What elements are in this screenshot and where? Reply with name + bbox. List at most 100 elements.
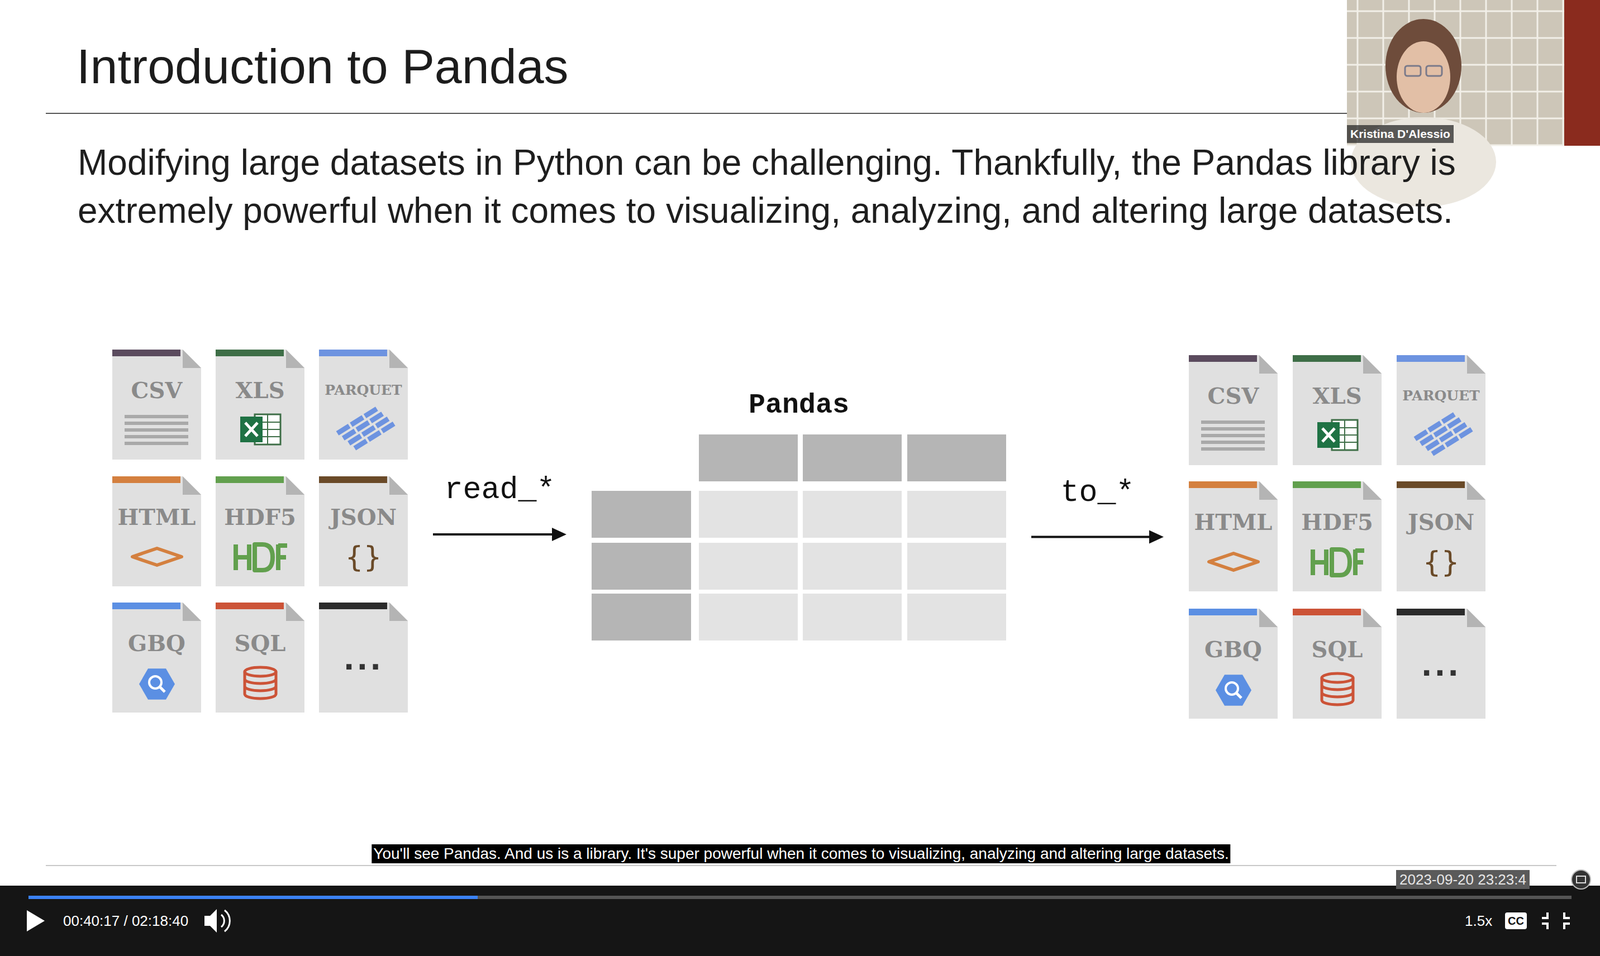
playback-time-wrap: 00:40:17 / 02:18:40 xyxy=(63,912,189,931)
dataframe-table: Pandas xyxy=(591,434,1007,641)
title-rule xyxy=(45,112,1347,114)
file-icon: HTML xyxy=(112,476,202,587)
file-format-label: SQL xyxy=(234,629,287,658)
subtitle-caption-wrap: You'll see Pandas. And us is a library. … xyxy=(371,844,1231,864)
file-color-bar xyxy=(1292,481,1361,489)
table-heading-wrap: Pandas xyxy=(591,388,1007,423)
shoji-grid xyxy=(1346,37,1565,40)
file-page xyxy=(318,349,408,460)
file-page xyxy=(1292,481,1382,592)
file-icon: XLS xyxy=(215,349,305,460)
file-icon: GBQ xyxy=(1188,608,1278,719)
file-icon-shape xyxy=(1188,355,1278,466)
file-color-bar xyxy=(215,602,284,610)
html-glyph xyxy=(132,548,182,566)
arrow-head xyxy=(551,527,567,542)
playback-time: 00:40:17 / 02:18:40 xyxy=(63,912,189,931)
file-icon: CSV xyxy=(1188,355,1278,466)
file-icon: JSON{} xyxy=(318,476,408,587)
xls-badge xyxy=(1317,422,1340,449)
flow-arrow xyxy=(1031,530,1164,545)
column-header-cell xyxy=(907,434,1007,482)
file-format-label-wrap: HDF5 xyxy=(215,503,305,532)
file-page xyxy=(318,602,408,713)
file-icon-shape xyxy=(215,476,305,587)
gbq-hexagon xyxy=(139,668,175,700)
file-format-label-wrap: XLS xyxy=(215,376,305,405)
file-icon-shape xyxy=(1188,608,1278,719)
file-icon-shape xyxy=(318,349,408,460)
row-index-cell xyxy=(591,543,692,590)
file-format-label: PARQUET xyxy=(324,376,402,405)
data-cell xyxy=(907,491,1007,538)
file-format-label: HTML xyxy=(117,503,197,532)
slide-body-text: Modifying large datasets in Python can b… xyxy=(77,138,1581,235)
csv-glyph xyxy=(1201,434,1265,438)
progress-played xyxy=(28,896,478,900)
parquet-tile xyxy=(1444,435,1460,448)
person-face xyxy=(1396,41,1451,113)
csv-glyph xyxy=(1201,440,1265,445)
file-format-label-wrap: CSV xyxy=(1188,382,1278,411)
file-color-bar xyxy=(1188,481,1257,489)
file-format-label: JSON xyxy=(330,503,397,532)
parquet-tile xyxy=(367,430,382,442)
file-icon: ... xyxy=(318,602,408,713)
file-color-bar xyxy=(1292,355,1361,363)
shoji-grid xyxy=(1346,91,1565,93)
table-heading: Pandas xyxy=(748,388,850,423)
csv-glyph xyxy=(1201,420,1265,425)
page-fold xyxy=(182,602,202,622)
file-page xyxy=(1396,355,1486,466)
json-braces: {} xyxy=(1422,544,1460,580)
more-formats-dots: ... xyxy=(1421,648,1461,684)
edge-label-wrap: read_* xyxy=(441,473,557,508)
file-page xyxy=(1396,481,1486,592)
arrow-line xyxy=(1031,536,1151,539)
gbq-handle xyxy=(159,687,165,693)
file-color-bar xyxy=(1292,608,1361,616)
file-color-bar xyxy=(1188,355,1257,363)
data-cell xyxy=(698,593,798,641)
shoji-grid xyxy=(1346,10,1565,13)
person-glasses xyxy=(1426,65,1442,76)
file-format-label-wrap: HTML xyxy=(112,503,202,532)
page-fold xyxy=(182,476,202,495)
timestamp: 2023-09-20 23:23:4 xyxy=(1396,870,1530,890)
file-format-label-wrap: PARQUET xyxy=(318,376,408,405)
progress-track xyxy=(28,896,1572,900)
parquet-tile xyxy=(381,421,396,434)
file-color-bar xyxy=(1396,481,1465,489)
file-format-label: XLS xyxy=(235,376,285,405)
file-icon: SQL xyxy=(1292,608,1382,719)
file-icon-shape xyxy=(112,476,202,587)
playback-speed: 1.5x xyxy=(1464,912,1493,931)
file-format-label: SQL xyxy=(1311,635,1364,664)
file-color-bar xyxy=(1396,355,1465,363)
file-format-label-wrap: SQL xyxy=(1292,635,1382,664)
control-bar xyxy=(0,886,1600,956)
person-glasses xyxy=(1405,65,1421,76)
csv-glyph xyxy=(124,421,189,426)
gbq-hexagon xyxy=(1215,674,1252,706)
file-icon-shape xyxy=(112,602,202,713)
file-format-label-wrap: HTML xyxy=(1188,508,1278,537)
csv-glyph xyxy=(124,428,189,432)
captions-button: CC xyxy=(1505,912,1527,930)
page-fold xyxy=(1259,481,1278,500)
page-fold xyxy=(286,602,305,622)
file-format-label: GBQ xyxy=(127,629,186,658)
column-header-cell xyxy=(802,434,902,482)
file-icon: GBQ xyxy=(112,602,202,713)
gbq-lens xyxy=(1225,682,1238,695)
column-header-cell xyxy=(698,434,798,482)
parquet-tile xyxy=(1458,427,1474,440)
arrow-line xyxy=(432,533,554,536)
page-fold xyxy=(1467,355,1486,374)
csv-glyph xyxy=(124,435,189,439)
sql-cylinder xyxy=(244,672,276,699)
file-color-bar xyxy=(215,349,284,357)
json-braces-wrap: {} xyxy=(1396,544,1486,580)
file-format-label-wrap: GBQ xyxy=(112,629,202,658)
footer-rule xyxy=(45,865,1557,867)
